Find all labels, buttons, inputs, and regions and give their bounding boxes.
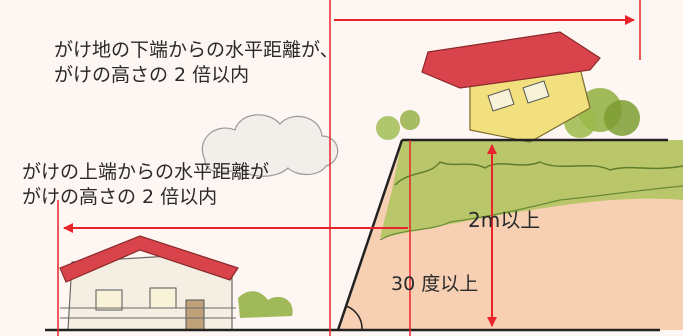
upper-rule-line2: がけの高さの 2 倍以内 xyxy=(22,185,218,208)
slope-angle-arc xyxy=(345,305,363,331)
measurement-lines xyxy=(57,0,641,336)
lower-rule-line2: がけの高さの 2 倍以内 xyxy=(54,63,250,86)
lower-rule-line1: がけ地の下端からの水平距離が、 xyxy=(54,39,339,61)
upper-rule-line1: がけの上端からの水平距離が xyxy=(22,161,270,183)
slope-angle-label: 30 度以上 xyxy=(391,273,479,295)
house-below-cliff-illustration xyxy=(59,235,293,331)
house-on-cliff-illustration xyxy=(421,31,601,143)
lower-rule-label: がけ地の下端からの水平距離が、 がけの高さの 2 倍以内 xyxy=(54,38,339,87)
cliff-body xyxy=(338,140,683,330)
upper-rule-label: がけの上端からの水平距離が がけの高さの 2 倍以内 xyxy=(22,160,269,209)
cloud-illustration xyxy=(201,114,339,177)
tree-illustration xyxy=(376,88,640,140)
cliff-height-label: 2m以上 xyxy=(468,208,541,232)
ground-lines xyxy=(45,138,668,332)
cliff-slope-line xyxy=(336,139,404,331)
